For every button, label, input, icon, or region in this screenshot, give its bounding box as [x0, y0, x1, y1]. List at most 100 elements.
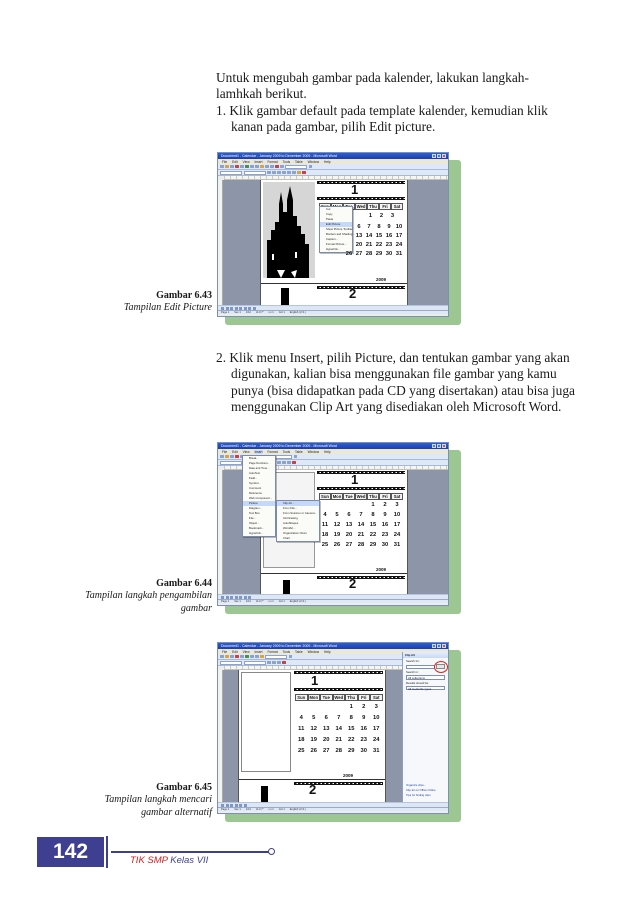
close-icon[interactable] [442, 444, 446, 448]
save-icon[interactable] [230, 164, 234, 169]
menu-file[interactable]: File [222, 159, 228, 164]
close-icon[interactable] [442, 154, 446, 158]
ctx-borders[interactable]: Borders and Shading... [326, 232, 355, 236]
save-icon[interactable] [230, 654, 234, 659]
insert-date-time[interactable]: Date and Time... [249, 466, 270, 470]
open-icon[interactable] [225, 454, 229, 459]
table-icon[interactable] [275, 164, 279, 169]
paste-icon[interactable] [260, 654, 264, 659]
picture-chart[interactable]: Chart [283, 536, 290, 540]
align-center-icon[interactable] [287, 170, 291, 175]
tips-link[interactable]: Tips for finding clips [406, 793, 431, 797]
minimize-icon[interactable] [432, 644, 436, 648]
open-icon[interactable] [225, 164, 229, 169]
new-icon[interactable] [220, 454, 224, 459]
undo-icon[interactable] [265, 164, 269, 169]
picture-autoshapes[interactable]: AutoShapes [283, 521, 299, 525]
results-select[interactable]: All media file types [406, 685, 445, 690]
arrow-icon[interactable] [230, 595, 233, 599]
fill-icon[interactable] [248, 595, 251, 599]
menu-view[interactable]: View [242, 649, 250, 654]
italic-icon[interactable] [272, 170, 276, 175]
menu-table[interactable]: Table [295, 159, 303, 164]
preview-icon[interactable] [240, 654, 244, 659]
menu-window[interactable]: Window [307, 649, 320, 654]
style-select[interactable] [220, 660, 242, 665]
cut-icon[interactable] [250, 164, 254, 169]
ctx-edit-picture[interactable]: Edit Picture [320, 222, 352, 227]
search-input[interactable] [406, 664, 435, 669]
insert-web-component[interactable]: Web Component... [249, 496, 273, 500]
font-color-icon[interactable] [292, 460, 296, 465]
paste-icon[interactable] [260, 164, 264, 169]
insert-text-box[interactable]: Text Box [249, 511, 260, 515]
maximize-icon[interactable] [437, 444, 441, 448]
align-left-icon[interactable] [282, 460, 286, 465]
picture-placeholder[interactable] [241, 672, 291, 772]
font-select[interactable] [243, 660, 266, 665]
search-in-select[interactable]: All collections [406, 675, 445, 680]
default-picture[interactable] [263, 182, 315, 278]
menu-view[interactable]: View [242, 449, 250, 454]
picture-clip-art[interactable]: Clip Art... [277, 501, 319, 506]
oval-icon[interactable] [239, 595, 242, 599]
highlight-icon[interactable] [297, 170, 301, 175]
ctx-cut[interactable]: Cut [326, 207, 331, 211]
italic-icon[interactable] [272, 660, 276, 665]
go-button[interactable] [434, 661, 448, 673]
ctx-copy[interactable]: Copy [326, 212, 333, 216]
copy-icon[interactable] [255, 654, 259, 659]
menu-tools[interactable]: Tools [282, 449, 291, 454]
menu-help[interactable]: Help [324, 449, 331, 454]
underline-icon[interactable] [277, 170, 281, 175]
insert-field[interactable]: Field... [249, 476, 258, 480]
ctx-format-picture[interactable]: Format Picture... [326, 242, 347, 246]
redo-icon[interactable] [270, 164, 274, 169]
align-right-icon[interactable] [292, 170, 296, 175]
insert-bookmark[interactable]: Bookmark... [249, 526, 264, 530]
zoom-select[interactable] [265, 654, 287, 659]
copy-icon[interactable] [255, 164, 259, 169]
insert-reference[interactable]: Reference [249, 491, 262, 495]
print-icon[interactable] [235, 454, 239, 459]
picture-org-chart[interactable]: Organization Chart [283, 531, 307, 535]
insert-symbol[interactable]: Symbol... [249, 481, 261, 485]
picture-ink-drawing[interactable]: Ink Drawing [283, 516, 298, 520]
print-icon[interactable] [235, 654, 239, 659]
line-icon[interactable] [225, 306, 229, 310]
ctx-paste[interactable]: Paste [326, 217, 334, 221]
menu-edit[interactable]: Edit [232, 449, 238, 454]
underline-icon[interactable] [277, 460, 281, 465]
oval-icon[interactable] [239, 803, 242, 807]
menu-insert[interactable]: Insert [254, 159, 263, 164]
minimize-icon[interactable] [432, 154, 436, 158]
rectangle-icon[interactable] [234, 595, 238, 599]
insert-diagram[interactable]: Diagram... [249, 506, 262, 510]
menu-help[interactable]: Help [324, 649, 331, 654]
spelling-icon[interactable] [245, 654, 249, 659]
help-icon[interactable] [308, 164, 312, 169]
bold-icon[interactable] [267, 660, 271, 665]
insert-hyperlink[interactable]: Hyperlink... [249, 531, 263, 535]
ctx-caption[interactable]: Caption... [326, 237, 338, 241]
menu-tools[interactable]: Tools [282, 649, 291, 654]
ctx-hyperlink[interactable]: Hyperlink... [326, 247, 340, 251]
organize-clips-link[interactable]: Organize clips... [406, 783, 427, 787]
menu-window[interactable]: Window [307, 449, 320, 454]
clip-art-online-link[interactable]: Clip art on Office Online [406, 788, 436, 792]
insert-page-numbers[interactable]: Page Numbers... [249, 461, 270, 465]
insert-picture[interactable]: Picture [243, 501, 275, 506]
insert-comment[interactable]: Comment [249, 486, 262, 490]
menu-format[interactable]: Format [267, 449, 278, 454]
rectangle-icon[interactable] [234, 306, 238, 310]
line-icon[interactable] [225, 595, 229, 599]
font-select[interactable] [243, 170, 266, 175]
close-icon[interactable] [442, 644, 446, 648]
style-select[interactable] [220, 460, 242, 465]
wordart-icon[interactable] [248, 306, 251, 310]
new-icon[interactable] [220, 654, 224, 659]
help-icon[interactable] [293, 454, 297, 459]
bold-icon[interactable] [267, 170, 271, 175]
print-icon[interactable] [235, 164, 239, 169]
menu-insert[interactable]: Insert [254, 649, 263, 654]
